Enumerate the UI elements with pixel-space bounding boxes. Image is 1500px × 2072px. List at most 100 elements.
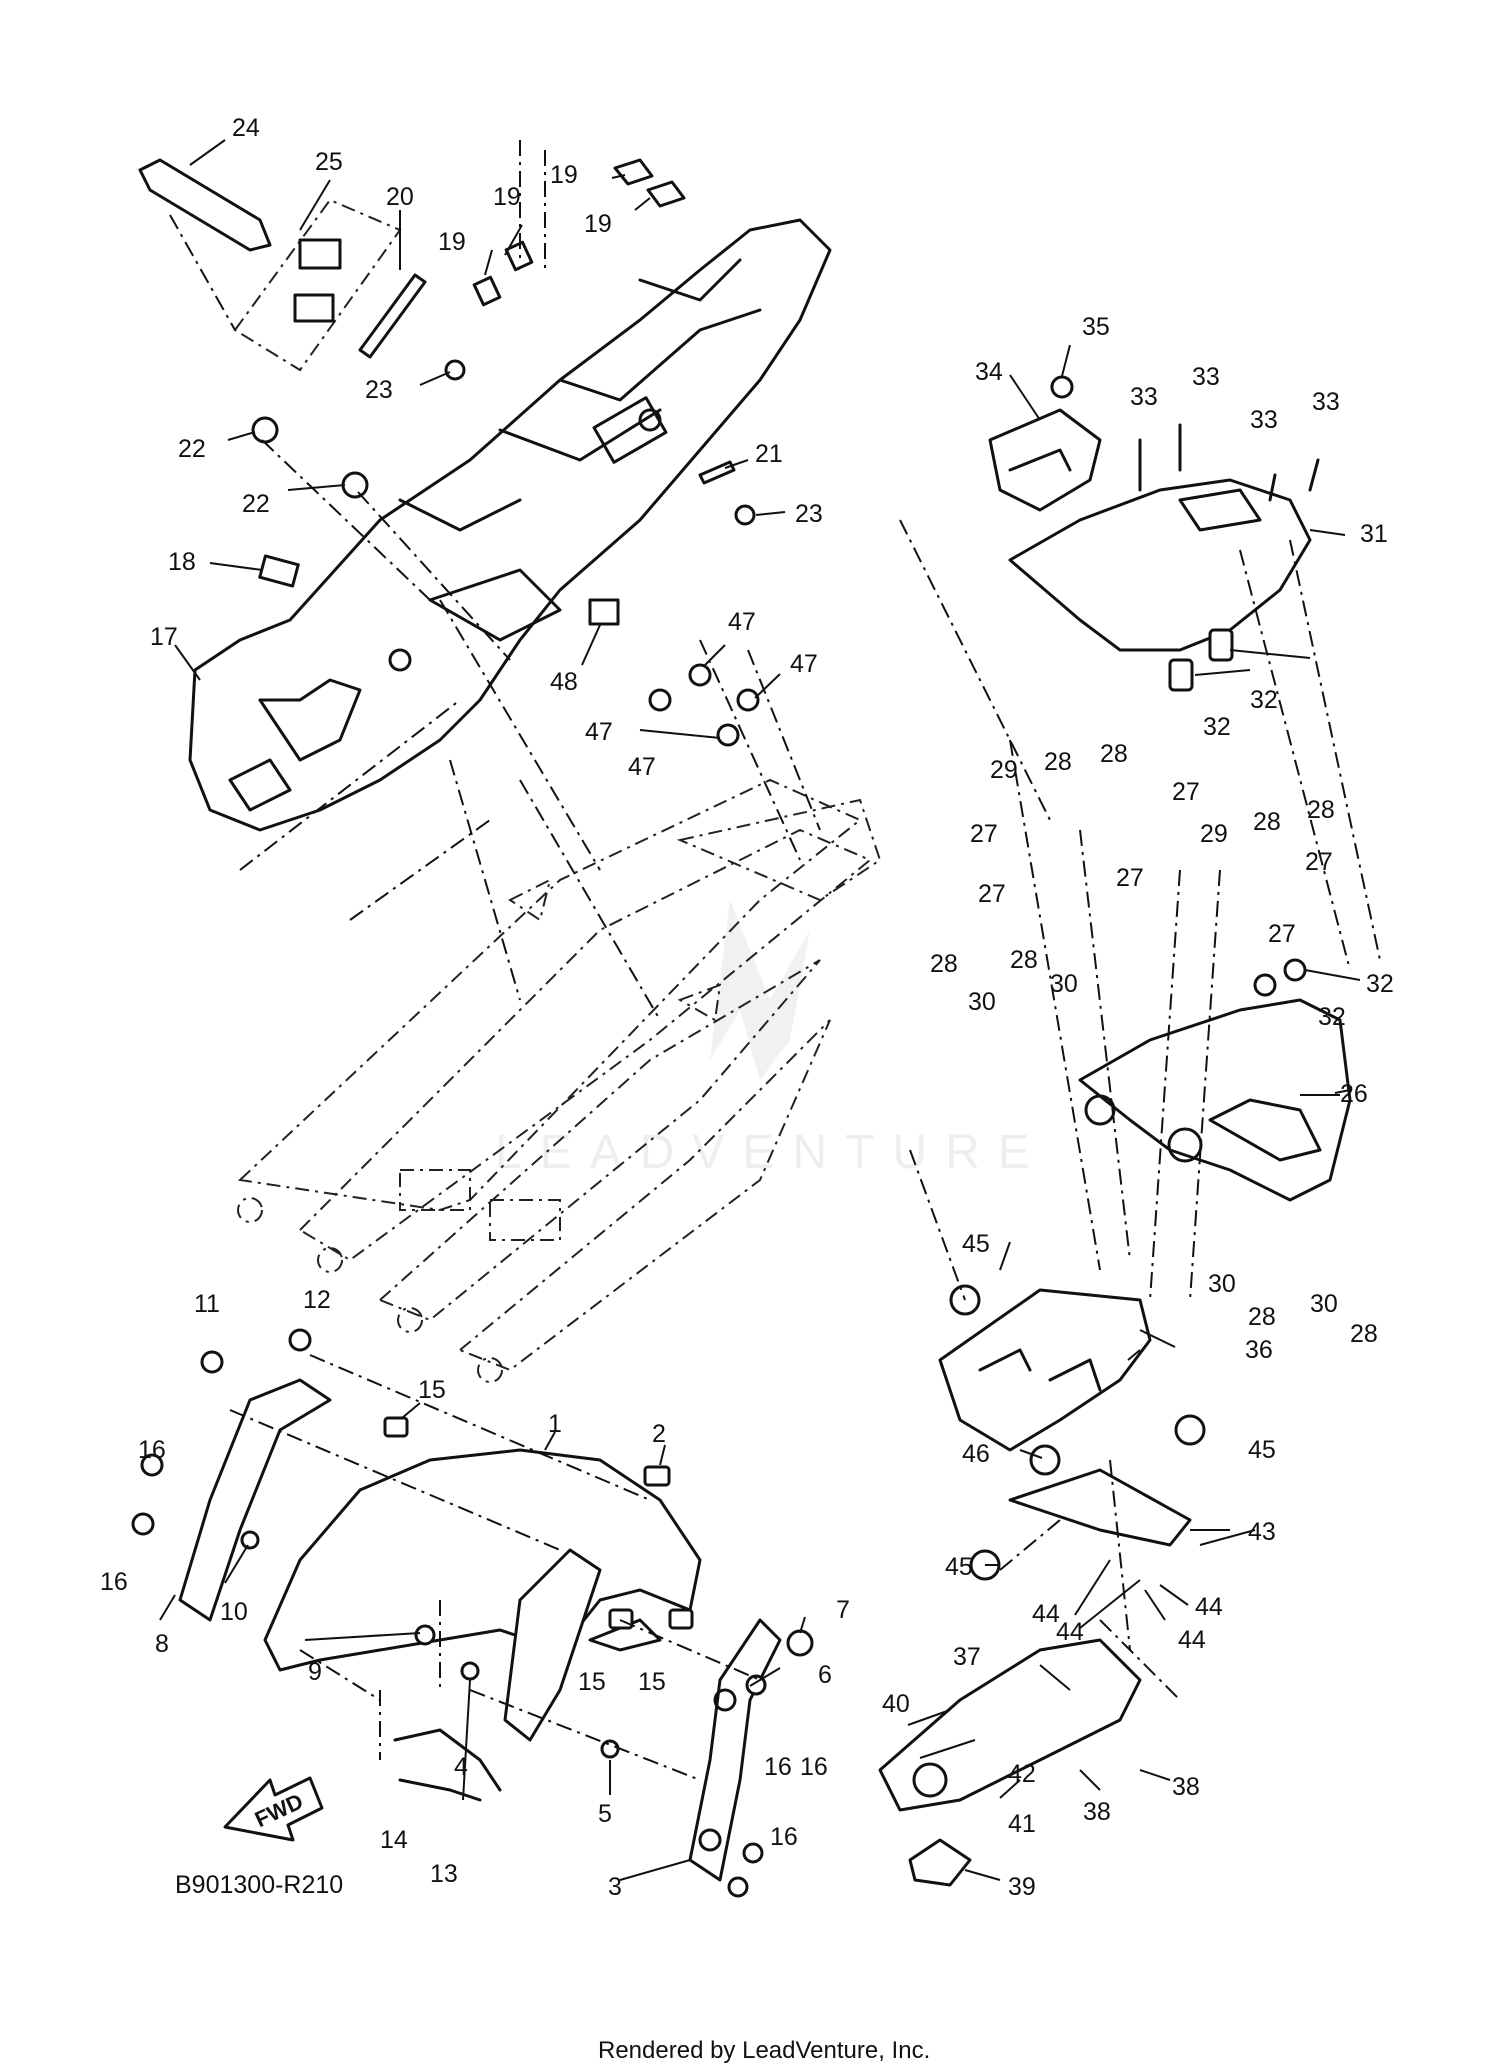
watermark-logo-icon (710, 900, 810, 1080)
callout-27d: 27 (1116, 864, 1144, 892)
rear-frame-outline (237, 778, 882, 1383)
callout-28d: 28 (1307, 796, 1335, 824)
callout-22: 22 (178, 435, 206, 463)
callout-11: 11 (194, 1290, 220, 1318)
rear-mudguard (988, 375, 1312, 652)
callout-17: 17 (150, 623, 178, 651)
fender-bracket-right (688, 1618, 782, 1882)
callout-15: 15 (418, 1376, 446, 1404)
callout-45c: 45 (945, 1553, 973, 1581)
clamp-group (949, 1284, 1206, 1581)
callout-labels: 1 2 3 4 5 6 7 8 9 10 11 12 13 14 15 15 1… (100, 114, 1394, 1901)
callout-22b: 22 (242, 490, 270, 518)
callout-47b: 47 (790, 650, 818, 678)
callout-38b: 38 (1172, 1773, 1200, 1801)
leader-lines (159, 139, 1361, 1881)
fender-bracket-left (178, 1378, 332, 1622)
callout-30d: 30 (1310, 1290, 1338, 1318)
callout-33b: 33 (1192, 363, 1220, 391)
callout-48: 48 (550, 668, 578, 696)
callout-5: 5 (598, 1800, 612, 1828)
diagram-code: B901300-R210 (175, 1871, 343, 1899)
callout-4: 4 (454, 1753, 468, 1781)
callout-8: 8 (155, 1630, 169, 1658)
callout-1: 1 (548, 1410, 562, 1438)
footer-credit: Rendered by LeadVenture, Inc. (598, 2037, 930, 2064)
callout-35: 35 (1082, 313, 1110, 341)
callout-32b: 32 (1250, 686, 1278, 714)
callout-28: 28 (1044, 748, 1072, 776)
front-fender (263, 1448, 702, 1742)
seat-strap (138, 158, 272, 252)
callout-18: 18 (168, 548, 196, 576)
callout-42: 42 (1008, 1760, 1036, 1788)
callout-19c: 19 (438, 228, 466, 256)
callout-15b: 15 (578, 1668, 606, 1696)
callout-44c: 44 (1178, 1626, 1206, 1654)
callout-28f: 28 (1010, 946, 1038, 974)
callout-45b: 45 (1248, 1436, 1276, 1464)
mudguard-bolts (1138, 423, 1320, 997)
callout-27e: 27 (1305, 848, 1333, 876)
callout-6: 6 (818, 1661, 832, 1689)
license-bracket (938, 1288, 1152, 1452)
callout-30c: 30 (1208, 1270, 1236, 1298)
callout-12: 12 (303, 1286, 331, 1314)
callout-21: 21 (755, 440, 783, 468)
callout-14: 14 (380, 1826, 408, 1854)
callout-43: 43 (1248, 1518, 1276, 1546)
rubber-strip (358, 273, 427, 359)
nut-group (648, 663, 760, 747)
callout-45: 45 (962, 1230, 990, 1258)
callout-13: 13 (430, 1860, 458, 1888)
assembly-lines (169, 140, 1381, 1781)
callout-16c: 16 (764, 1753, 792, 1781)
reflector-stay (1008, 1468, 1192, 1547)
callout-44d: 44 (1195, 1593, 1223, 1621)
callout-27b: 27 (978, 880, 1006, 908)
callout-32: 32 (1203, 713, 1231, 741)
tail-light-housing (1078, 998, 1352, 1202)
callout-30b: 30 (1050, 970, 1078, 998)
callout-39: 39 (1008, 1873, 1036, 1901)
license-light-bracket (878, 1638, 1142, 1887)
callout-27: 27 (970, 820, 998, 848)
watermark-text: LEADVENTURE (495, 1126, 1048, 1179)
callout-28c: 28 (1253, 808, 1281, 836)
callout-29: 29 (990, 756, 1018, 784)
callout-38: 38 (1083, 1798, 1111, 1826)
callout-16e: 16 (800, 1753, 828, 1781)
callout-23b: 23 (795, 500, 823, 528)
callout-2: 2 (652, 1420, 666, 1448)
callout-33c: 33 (1250, 406, 1278, 434)
callout-34: 34 (975, 358, 1003, 386)
callout-26: 26 (1340, 1080, 1368, 1108)
callout-9: 9 (308, 1658, 322, 1686)
fwd-arrow-icon: FWD (223, 1776, 324, 1842)
callout-28e: 28 (930, 950, 958, 978)
callout-41: 41 (1008, 1810, 1036, 1838)
callout-44b: 44 (1056, 1618, 1084, 1646)
callout-37: 37 (953, 1643, 981, 1671)
callout-27c: 27 (1172, 778, 1200, 806)
callout-19: 19 (550, 161, 578, 189)
callout-23: 23 (365, 376, 393, 404)
rear-fender-assembly (188, 218, 832, 832)
callout-40: 40 (882, 1690, 910, 1718)
callout-16: 16 (138, 1436, 166, 1464)
hose-holder (393, 1728, 502, 1802)
callout-33: 33 (1130, 383, 1158, 411)
callout-31: 31 (1360, 520, 1388, 548)
callout-32c: 32 (1366, 970, 1394, 998)
callout-28h: 28 (1350, 1320, 1378, 1348)
callout-47c: 47 (585, 718, 613, 746)
callout-36: 36 (1245, 1336, 1273, 1364)
callout-27f: 27 (1268, 920, 1296, 948)
callout-29b: 29 (1200, 820, 1228, 848)
callout-46: 46 (962, 1440, 990, 1468)
callout-10: 10 (220, 1598, 248, 1626)
callout-16d: 16 (770, 1823, 798, 1851)
callout-47: 47 (728, 608, 756, 636)
callout-32d: 32 (1318, 1003, 1346, 1031)
